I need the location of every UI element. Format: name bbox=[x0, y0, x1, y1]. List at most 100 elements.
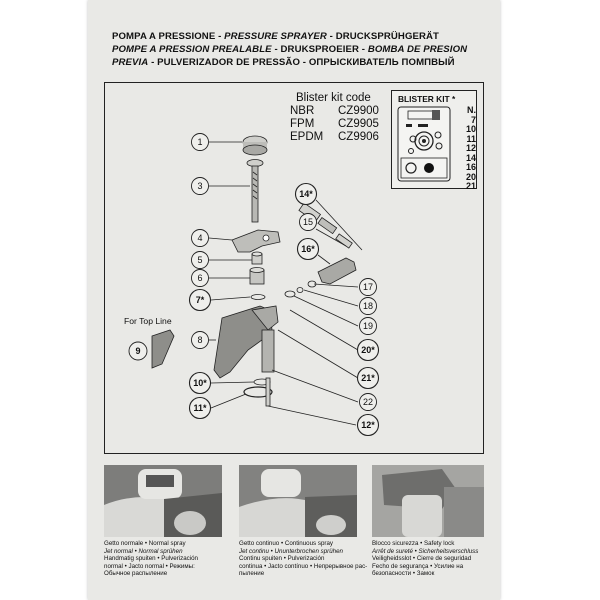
part-number: 21* bbox=[361, 373, 375, 383]
part-number: 3 bbox=[197, 181, 202, 191]
part-callout bbox=[191, 269, 209, 287]
caption-line: Getto normale • Normal spray bbox=[104, 540, 186, 547]
caption-line: Arrêt de sureté • Sicherheitsverschluss bbox=[372, 547, 479, 555]
material-label: NBR bbox=[290, 105, 315, 117]
part-callout bbox=[359, 297, 377, 315]
blister-n-label: N. bbox=[467, 105, 476, 115]
title-2c: BOMBA DE PRESION bbox=[367, 44, 468, 55]
part-callout bbox=[294, 182, 318, 206]
safety-lock-caption: Blocco sicurezza • Safety lock Arrêt de … bbox=[372, 540, 484, 578]
kit-code-row: NBR CZ9900 bbox=[290, 105, 379, 118]
part-callout bbox=[299, 213, 317, 231]
kit-code-heading: Blister kit code bbox=[296, 92, 371, 104]
caption-line: безопасности • Замок bbox=[372, 570, 435, 578]
blister-number: 11 bbox=[466, 133, 476, 144]
part-callout bbox=[359, 278, 377, 296]
title-2b: - DRUKSPROEIER - bbox=[271, 44, 368, 55]
part-number: 6 bbox=[197, 273, 202, 283]
caption-line: Blocco sicurezza • Safety lock bbox=[372, 540, 455, 547]
part-callout bbox=[188, 371, 212, 395]
part-number: 5 bbox=[197, 255, 202, 265]
part-callout bbox=[191, 331, 209, 349]
caption-line: Обычное распыление bbox=[104, 570, 168, 578]
title-line-2: POMPE A PRESSION PREALABLE - DRUKSPROEIE… bbox=[112, 44, 467, 56]
part-callout bbox=[296, 237, 320, 261]
part-number: 9 bbox=[135, 346, 140, 356]
part-number: 8 bbox=[197, 335, 202, 345]
part-number: 10* bbox=[193, 378, 207, 388]
part-callout bbox=[191, 133, 209, 151]
blister-title: BLISTER KIT * bbox=[398, 94, 456, 104]
mode-photo-strip bbox=[104, 465, 484, 537]
caption-line: Fecho de segurança • Усилие на bbox=[372, 562, 464, 570]
part-number: 16* bbox=[301, 244, 315, 254]
caption-line: Continu spuiten • Pulverización bbox=[239, 555, 325, 563]
part-number: 12* bbox=[361, 420, 375, 430]
part-callout bbox=[191, 177, 209, 195]
part-callout bbox=[191, 251, 209, 269]
continuous-spray-photo bbox=[239, 465, 357, 537]
kit-code-row: EPDM CZ9906 bbox=[290, 131, 379, 144]
title-3a: PREVIA bbox=[112, 57, 149, 68]
exploded-diagram-frame bbox=[104, 82, 484, 454]
part-number: 15 bbox=[303, 217, 313, 227]
title-line-3: PREVIA - PULVERIZADOR DE PRESSÃO - ОПРЫС… bbox=[112, 57, 455, 69]
safety-lock-photo bbox=[372, 465, 484, 537]
normal-spray-caption: Getto normale • Normal spray Jet normal … bbox=[104, 540, 234, 578]
blister-number: 7 bbox=[470, 114, 476, 125]
part-number: 22 bbox=[363, 397, 373, 407]
part-callout bbox=[359, 393, 377, 411]
caption-line: Getto continuo • Continuous spray bbox=[239, 540, 334, 547]
part-number: 17 bbox=[363, 282, 373, 292]
continuous-spray-caption: Getto continuo • Continuous spray Jet co… bbox=[239, 540, 369, 578]
caption-line: continua • Jacto contínuo • Непрерывное … bbox=[239, 562, 368, 570]
part-number: 1 bbox=[197, 137, 202, 147]
caption-line: normal • Jacto normal • Режимы: bbox=[104, 562, 195, 570]
blister-pack-icon bbox=[397, 106, 451, 182]
part-number: 20* bbox=[361, 345, 375, 355]
blister-number-list: N. 7 10 11 12 14 16 20 21 bbox=[456, 105, 476, 192]
part-number: 14* bbox=[299, 189, 313, 199]
part-number: 7* bbox=[196, 295, 205, 305]
blister-kit-box: BLISTER KIT * N. 7 10 11 12 14 16 20 21 bbox=[391, 90, 477, 192]
kit-code: CZ9906 bbox=[338, 131, 379, 143]
part-number: 11* bbox=[193, 403, 207, 413]
caption-line: Handmatig spuiten • Pulverización bbox=[104, 555, 198, 563]
caption-line: пыление bbox=[239, 570, 265, 578]
part-callout bbox=[188, 396, 212, 420]
blister-number: 16 bbox=[465, 162, 476, 172]
part-callout bbox=[356, 366, 380, 390]
part-callout bbox=[188, 288, 212, 312]
part-callout bbox=[356, 413, 380, 437]
part-callout bbox=[128, 341, 148, 361]
title-1b: PRESSURE SPRAYER bbox=[224, 31, 327, 42]
kit-code: CZ9905 bbox=[338, 118, 379, 130]
title-2a: POMPE A PRESSION PREALABLE bbox=[112, 44, 272, 55]
kit-code-row: FPM CZ9905 bbox=[290, 118, 379, 131]
title-1c: - DRUCKSPRÜHGERÄT bbox=[326, 31, 440, 42]
blister-number: 12 bbox=[465, 143, 476, 153]
part-number: 19 bbox=[363, 321, 373, 331]
title-1a: POMPA A PRESSIONE - bbox=[112, 31, 225, 42]
material-label: EPDM bbox=[290, 131, 324, 143]
title-3b: - PULVERIZADOR DE PRESSÃO - ОПРЫСКИВАТЕЛ… bbox=[148, 57, 455, 68]
material-label: FPM bbox=[290, 118, 315, 130]
caption-line: Veiligheidsslot • Cierre de seguridad bbox=[372, 555, 472, 563]
part-callout bbox=[356, 338, 380, 362]
part-number: 18 bbox=[363, 301, 373, 311]
normal-spray-photo bbox=[104, 465, 222, 537]
kit-code: CZ9900 bbox=[338, 105, 379, 117]
top-line-label: For Top Line bbox=[124, 316, 172, 326]
caption-line: Jet normal • Normal sprühen bbox=[104, 547, 183, 555]
part-callout bbox=[359, 317, 377, 335]
part-number: 4 bbox=[197, 233, 202, 243]
blister-number: 20 bbox=[465, 171, 476, 182]
part-callout bbox=[191, 229, 209, 247]
blister-number: 14 bbox=[465, 152, 476, 163]
blister-number: 10 bbox=[465, 124, 476, 134]
caption-line: Jet continu • Ununterbrochen sprühen bbox=[239, 547, 343, 555]
blister-number: 21 bbox=[465, 181, 476, 191]
kit-code-block: Blister kit code NBR CZ9900 FPM CZ9905 EPD… bbox=[290, 92, 379, 144]
title-line-1: POMPA A PRESSIONE - PRESSURE SPRAYER - D… bbox=[112, 31, 439, 43]
